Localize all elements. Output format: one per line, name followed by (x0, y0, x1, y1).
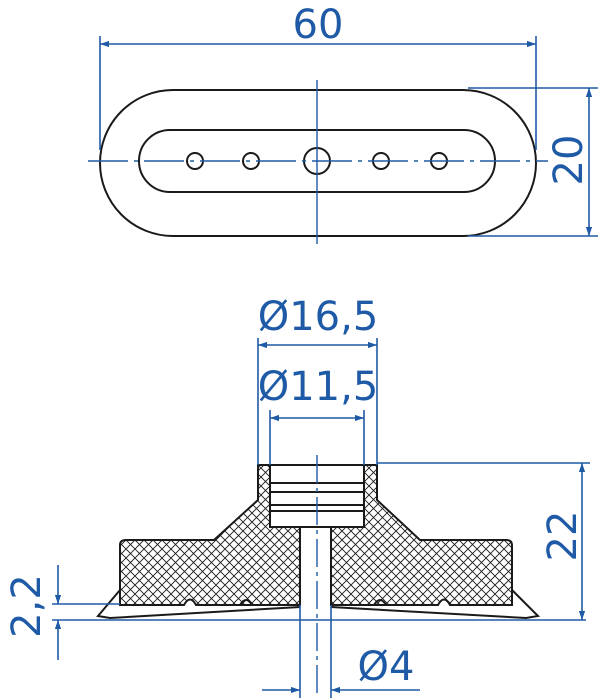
underside-ridge (373, 599, 387, 606)
section-view: Ø16,5 Ø11,5 22 2,2 Ø4 (4, 294, 590, 698)
height-dimension-label: 22 (540, 511, 586, 562)
underside-ridge (239, 599, 253, 606)
suction-lip-right (330, 589, 541, 620)
length-dimension-label: 60 (293, 2, 344, 48)
inner-diameter-label: Ø11,5 (258, 364, 379, 410)
top-view: 60 20 (88, 2, 598, 244)
top-view-outer-outline (99, 89, 537, 237)
section-body-right (330, 464, 513, 606)
suction-lip-left (96, 589, 301, 620)
section-body-left (119, 464, 301, 606)
bore-diameter-label: Ø4 (358, 644, 415, 690)
lip-dimension-label: 2,2 (4, 574, 50, 638)
width-dimension-label: 20 (546, 135, 592, 186)
outer-diameter-label: Ø16,5 (258, 294, 379, 340)
